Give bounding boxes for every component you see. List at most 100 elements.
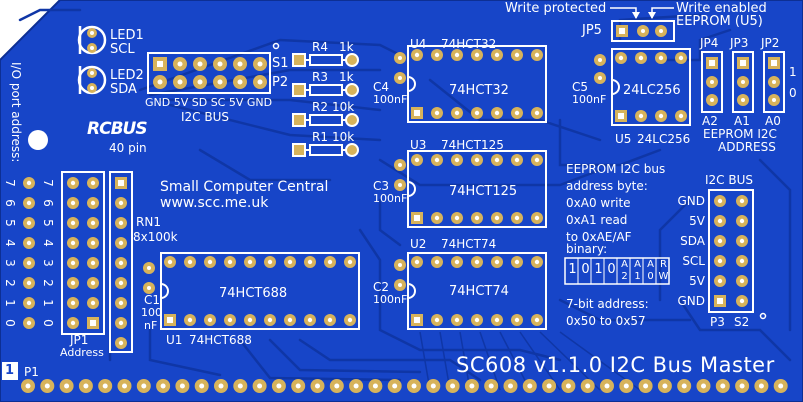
label-c3-value: 100nF	[373, 192, 408, 205]
i2c-pin-label: GND	[677, 194, 705, 208]
label-r4-value: 1k	[339, 40, 354, 54]
ic-u1	[160, 252, 360, 330]
label-c4: C4	[373, 80, 390, 94]
io-bit-left: 0	[2, 319, 17, 327]
io-bit-left: 4	[2, 239, 17, 247]
label-u3-body: 74HCT125	[449, 184, 518, 199]
address-bit-cell: R W	[658, 259, 669, 282]
info-7bit: 7-bit address:	[566, 297, 649, 311]
label-c4-value: 100nF	[373, 93, 408, 106]
label-r2: R2	[312, 100, 328, 114]
info-line-1: EEPROM I2C bus	[566, 162, 666, 176]
label-pin1: 1	[5, 363, 15, 378]
ic-u3	[407, 150, 547, 228]
label-s2: S2	[734, 315, 750, 329]
label-u5-part: 24LC256	[637, 132, 691, 146]
ic-u5	[611, 48, 691, 126]
info-line-5: to 0xAE/AF	[566, 230, 632, 244]
io-bit-right: 7	[40, 179, 55, 187]
label-r1: R1	[312, 130, 328, 144]
address-jumpers	[701, 51, 785, 113]
label-rn1: RN1	[136, 215, 161, 229]
label-led1-signal: SCL	[110, 42, 135, 57]
cap-pads	[143, 52, 606, 294]
io-bit-right: 5	[40, 219, 55, 227]
resistor-row	[292, 53, 359, 157]
label-i2c-bus-right: I2C BUS	[705, 173, 753, 187]
rcbus-logo: RCBUS	[87, 119, 148, 139]
mounting-hole	[28, 130, 48, 150]
address-bit-cell: A 0	[647, 259, 654, 282]
label-40-pin: 40 pin	[109, 141, 147, 155]
label-c1: C1	[144, 293, 161, 307]
i2c-pin-label: SCL	[682, 254, 705, 268]
label-address-jp1: Address	[60, 346, 104, 359]
i2c-pin-label: SDA	[680, 234, 705, 248]
label-u2: U2	[410, 237, 427, 251]
label-jp2: JP2	[761, 36, 780, 50]
label-url: www.scc.me.uk	[160, 195, 269, 211]
rn1-network	[109, 171, 133, 353]
label-r4: R4	[312, 40, 328, 54]
label-c1-unit: nF	[144, 319, 158, 332]
label-u4: U4	[410, 37, 427, 51]
label-a0: A0	[765, 114, 781, 128]
label-led2-signal: SDA	[110, 82, 137, 97]
info-box	[564, 257, 670, 285]
label-a1: A1	[734, 114, 750, 128]
info-line-6: binary:	[566, 242, 608, 256]
label-c3: C3	[373, 179, 390, 193]
label-c2: C2	[373, 280, 390, 294]
io-bit-left: 2	[2, 279, 17, 287]
ic-u2	[407, 252, 547, 330]
label-jp3: JP3	[730, 36, 749, 50]
address-bit-cell: 0	[607, 262, 616, 277]
label-u2-body: 74HCT74	[449, 284, 509, 299]
io-bit-right: 6	[40, 199, 55, 207]
i2c-pin-label: 5V	[689, 214, 705, 228]
io-bit-left: 7	[2, 179, 17, 187]
label-p2: P2	[272, 75, 289, 90]
label-p3: P3	[710, 315, 725, 329]
address-bit-cell: 1	[594, 262, 603, 277]
label-a2: A2	[702, 114, 718, 128]
i2c-pin-label: GND	[677, 294, 705, 308]
header-p3	[708, 189, 767, 320]
info-range: 0x50 to 0x57	[566, 314, 646, 328]
info-line-4: 0xA1 read	[566, 213, 628, 227]
jp1-header	[61, 171, 105, 335]
label-one: 1	[789, 65, 797, 79]
label-jp4: JP4	[700, 36, 719, 50]
label-u4-body: 74HCT32	[449, 83, 509, 98]
board-title: SC608 v1.1.0 I2C Bus Master	[456, 353, 775, 377]
info-line-2: address byte:	[566, 179, 648, 193]
info-line-3: 0xA0 write	[566, 196, 631, 210]
label-jp1: JP1	[70, 333, 89, 347]
io-bit-left: 3	[2, 259, 17, 267]
label-c2-value: 100nF	[373, 293, 408, 306]
io-bit-right: 2	[40, 279, 55, 287]
edge-connector-p1	[2, 362, 788, 393]
label-c5-value: 100nF	[572, 93, 607, 106]
label-eeprom-u5: EEPROM (U5)	[676, 14, 763, 29]
label-u1-body: 74HCT688	[219, 286, 288, 301]
address-bit-cell: 1	[568, 262, 577, 277]
io-address-dots	[23, 177, 35, 329]
header-p2	[147, 42, 280, 94]
label-jp5: JP5	[582, 23, 602, 38]
label-u3-part: 74HCT125	[441, 138, 504, 152]
label-led1: LED1	[110, 28, 144, 43]
label-i2c-bus-p2: I2C BUS	[181, 110, 229, 124]
label-r1-value: 10k	[332, 130, 355, 144]
ic-footprints	[160, 45, 691, 330]
io-bit-right: 0	[40, 319, 55, 327]
label-r2-value: 10k	[332, 100, 355, 114]
label-s1: S1	[272, 56, 289, 71]
label-r3-value: 1k	[339, 70, 354, 84]
address-bit-cell: A 2	[621, 259, 628, 282]
copper-traces	[18, 8, 792, 382]
io-bit-left: 1	[2, 299, 17, 307]
label-address: ADDRESS	[718, 140, 776, 154]
address-bit-cell: 0	[581, 262, 590, 277]
